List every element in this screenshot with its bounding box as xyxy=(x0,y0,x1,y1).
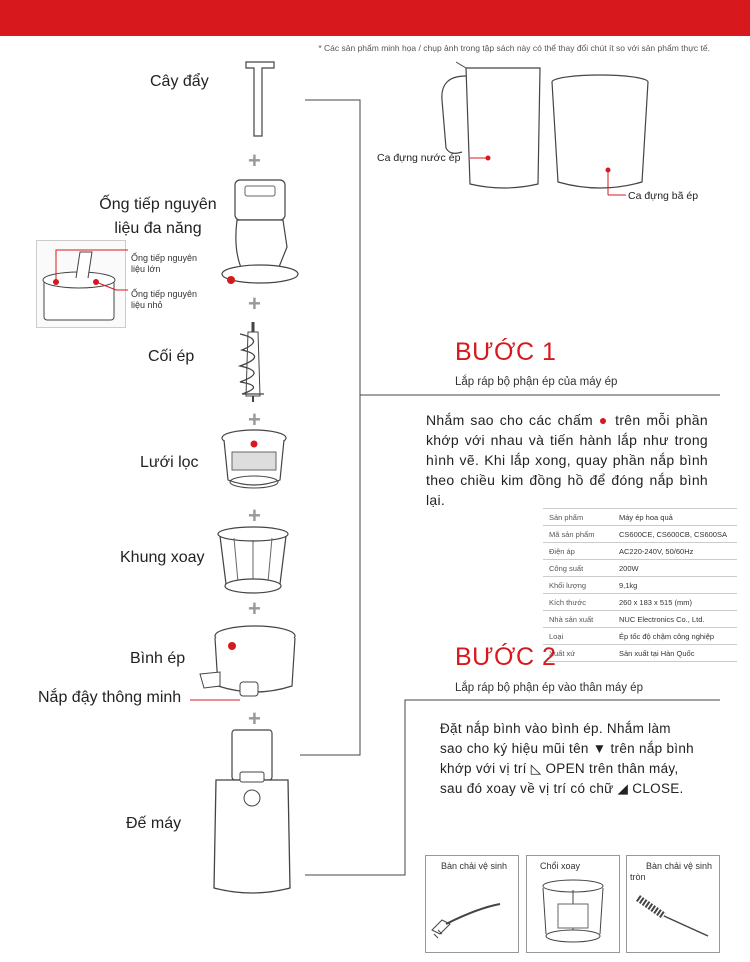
rotating-brush-illustration xyxy=(217,526,289,594)
step2-title: BƯỚC 2 xyxy=(455,643,557,671)
hopper-large-label: Ống tiếp nguyên liệu lớn xyxy=(131,253,197,275)
juice-cup-label: Ca đựng nước ép xyxy=(377,152,461,164)
step1-subtitle: Lắp ráp bộ phận ép của máy ép xyxy=(455,376,618,388)
step1-title: BƯỚC 1 xyxy=(455,338,557,366)
step2-subtitle: Lắp ráp bộ phận ép vào thân máy ép xyxy=(455,682,643,694)
pulp-cup-illustration xyxy=(551,74,649,189)
spec-key: Mã sản phẩm xyxy=(543,525,613,543)
step2-line2: sao cho ký hiệu mũi tên ▼ trên nắp bình xyxy=(440,741,694,756)
spec-key: Công suất xyxy=(543,559,613,577)
hopper-small-line1: Ống tiếp nguyên xyxy=(131,289,198,299)
pulp-cup-label: Ca đựng bã ép xyxy=(628,190,699,202)
hopper-large-line1: Ống tiếp nguyên xyxy=(131,253,198,263)
screw-label: Cối ép xyxy=(148,348,195,365)
spec-key: Nhà sản xuất xyxy=(543,610,613,628)
base-label: Đế máy xyxy=(126,815,182,832)
spec-value: Ép tốc độ chậm công nghiệp xyxy=(613,627,737,645)
accessory-rotary-brush-box xyxy=(526,855,620,953)
spec-key: Khối lượng xyxy=(543,576,613,594)
strainer-label: Lưới lọc xyxy=(140,454,199,471)
spec-key: Kích thước xyxy=(543,593,613,611)
hopper-large-line2: liệu lớn xyxy=(131,264,161,274)
step2-text: Đặt nắp bình vào bình ép. Nhắm làm sao c… xyxy=(440,719,730,799)
round-brush-line1: Bàn chải vệ sinh xyxy=(646,861,713,871)
plus-sign: + xyxy=(248,706,261,731)
plus-sign: + xyxy=(248,407,261,432)
rotary-brush-icon xyxy=(542,879,604,943)
step1-text: Nhắm sao cho các chấm ● trên mỗi phần kh… xyxy=(426,410,708,510)
plus-sign: + xyxy=(248,596,261,621)
spec-value: 260 x 183 x 515 (mm) xyxy=(613,593,737,611)
screw-illustration xyxy=(237,322,264,402)
step1-text-part2: trên mỗi phần khớp với nhau và tiến hành… xyxy=(426,412,708,508)
hopper-inset-illustration xyxy=(42,249,128,321)
strainer-illustration xyxy=(221,429,287,489)
plus-sign: + xyxy=(248,148,261,173)
accessory-brush-label: Bàn chải vệ sinh xyxy=(441,861,508,871)
step1-text-part1: Nhắm sao cho các chấm xyxy=(426,412,594,428)
accessory-round-brush-label: Bàn chải vệ sinh tròn xyxy=(630,861,712,883)
hopper-label: Ống tiếp nguyên liệu đa năng xyxy=(96,193,220,241)
step2-line3: khớp với vị trí ◺ OPEN trên thân máy, xyxy=(440,761,679,776)
spec-key: Loại xyxy=(543,627,613,645)
spec-value: 9,1kg xyxy=(613,576,737,594)
step2-line1: Đặt nắp bình vào bình ép. Nhắm làm xyxy=(440,721,671,736)
spec-value: AC220-240V, 50/60Hz xyxy=(613,542,737,560)
round-brush-line2: tròn xyxy=(630,872,646,882)
step2-line4: sau đó xoay về vị trí có chữ ◢ CLOSE. xyxy=(440,781,684,796)
hopper-illustration xyxy=(221,179,299,284)
bowl-label: Bình ép xyxy=(130,650,186,667)
accessory-round-brush-box xyxy=(626,855,720,953)
spec-key: Sản phẩm xyxy=(543,508,613,526)
hopper-small-line2: liệu nhỏ xyxy=(131,300,163,310)
spec-value: Máy ép hoa quả xyxy=(613,508,737,526)
spec-key: Điện áp xyxy=(543,542,613,560)
spec-value: 200W xyxy=(613,559,737,577)
hopper-small-label: Ống tiếp nguyên liệu nhỏ xyxy=(131,289,197,311)
hopper-label-line2: liệu đa năng xyxy=(114,220,202,237)
red-dot-icon: ● xyxy=(598,412,610,428)
pusher-label: Cây đẩy xyxy=(150,73,209,90)
round-brush-icon xyxy=(636,895,709,937)
spec-value: NUC Electronics Co., Ltd. xyxy=(613,610,737,628)
hopper-label-line1: Ống tiếp nguyên xyxy=(99,196,217,213)
spec-value: CS600CE, CS600CB, CS600SA xyxy=(613,525,737,543)
smart-cap-label: Nắp đậy thông minh xyxy=(38,689,182,706)
bowl-illustration xyxy=(199,625,296,697)
accessory-brush-box xyxy=(425,855,519,953)
disclaimer: * Các sản phẩm minh họa / chụp ảnh trong… xyxy=(318,43,710,53)
accessory-rotary-brush-label: Chổi xoay xyxy=(540,861,581,871)
top-red-bar xyxy=(0,0,750,36)
spec-key: Xuất xứ xyxy=(543,644,613,662)
plus-sign: + xyxy=(248,503,261,528)
spec-value: Sản xuất tại Hàn Quốc xyxy=(613,644,737,662)
brush-icon xyxy=(431,903,501,939)
base-illustration xyxy=(213,729,291,894)
rotating-brush-label: Khung xoay xyxy=(120,549,205,566)
pusher-illustration xyxy=(245,61,275,137)
plus-sign: + xyxy=(248,291,261,316)
